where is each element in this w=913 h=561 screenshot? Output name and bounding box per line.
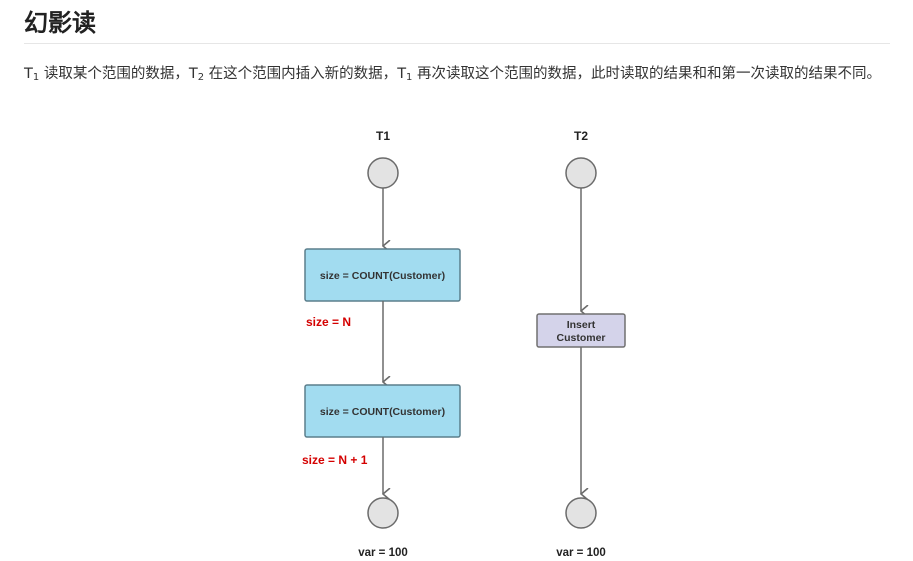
t2-subscript: 2 — [197, 72, 205, 83]
insert-customer-line-2: Customer — [556, 332, 605, 344]
t2-end-node — [565, 497, 597, 529]
description-paragraph: T1 读取某个范围的数据，T2 在这个范围内插入新的数据，T1 再次读取这个范围… — [24, 61, 890, 87]
t2-start-node — [565, 157, 597, 189]
t1-symbol: T — [24, 66, 33, 82]
t1-subscript: 1 — [32, 72, 40, 83]
t2-column-label: T2 — [574, 129, 588, 143]
t1-start-node — [367, 157, 399, 189]
t1-column-label: T1 — [376, 129, 390, 143]
t1-end-node — [367, 497, 399, 529]
title-divider — [24, 43, 890, 44]
size-note-2: size = N + 1 — [302, 453, 368, 467]
section-title: 幻影读 — [24, 9, 96, 37]
t1-subscript-again: 1 — [406, 72, 413, 83]
size-note-1: size = N — [306, 315, 351, 329]
t1-footer-label: var = 100 — [358, 547, 408, 559]
t1-symbol-again: T — [397, 66, 407, 82]
insert-customer-line-1: Insert — [567, 319, 596, 331]
t1-count-box-1-label: size = COUNT(Customer) — [320, 270, 445, 282]
t2-footer-label: var = 100 — [556, 547, 606, 559]
description-text-3: 再次读取这个范围的数据，此时读取的结果和和第一次读取的结果不同。 — [412, 66, 882, 82]
description-text-2: 在这个范围内插入新的数据， — [204, 66, 398, 82]
t2-symbol: T — [188, 66, 198, 82]
description-text-1: 读取某个范围的数据， — [39, 66, 189, 82]
t1-count-box-2-label: size = COUNT(Customer) — [320, 406, 445, 418]
